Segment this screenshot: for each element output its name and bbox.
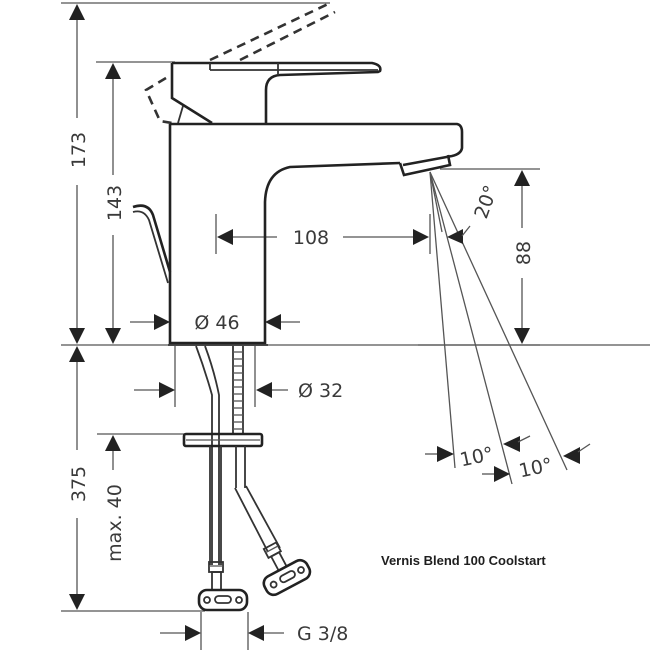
- hose-connector-angled: [262, 541, 312, 597]
- dimension-base-diameter: Ø 46: [130, 312, 300, 334]
- dimension-hole-diameter: Ø 32: [134, 346, 343, 407]
- angle-label-10-second: 10°: [517, 454, 555, 483]
- hose-connector-straight: [197, 561, 249, 612]
- angle-annotation-20: 20°: [447, 182, 502, 244]
- dim-label-diameter-46: Ø 46: [194, 312, 239, 334]
- angle-label-20: 20°: [470, 182, 502, 221]
- threaded-rod-ticks: [233, 351, 243, 430]
- dim-label-173: 173: [68, 132, 90, 168]
- pop-up-rod: [132, 204, 172, 284]
- dim-label-108: 108: [293, 227, 329, 249]
- dimension-total-height: 173: [68, 4, 90, 344]
- dimension-spout-reach: 108: [215, 214, 431, 254]
- dim-label-max-40: max. 40: [104, 484, 126, 562]
- dimension-spout-height: 143: [104, 63, 126, 344]
- dimension-outlet-height: 88: [513, 170, 535, 344]
- dim-label-88: 88: [513, 241, 535, 265]
- lever-open-position-outline: [144, 2, 336, 125]
- dim-label-diameter-32: Ø 32: [298, 380, 343, 402]
- product-name-caption: Vernis Blend 100 Coolstart: [381, 553, 546, 568]
- angle-annotation-10-first: 10°: [425, 435, 531, 472]
- water-spray-lines: [429, 171, 568, 485]
- angle-annotation-10-second: 10°: [482, 443, 591, 483]
- mounting-assembly: [182, 345, 281, 565]
- dim-label-375: 375: [68, 466, 90, 502]
- angle-label-10-first: 10°: [458, 443, 496, 472]
- lever-handle: [170, 61, 382, 125]
- extension-lines: [61, 2, 650, 612]
- dim-label-143: 143: [104, 185, 126, 221]
- dimension-connection-thread: G 3/8: [160, 612, 348, 650]
- dimension-max-counter-thickness: max. 40: [104, 435, 126, 562]
- faucet-body: [168, 122, 464, 346]
- dimension-hose-length: 375: [68, 346, 90, 610]
- dim-label-g-3-8: G 3/8: [297, 623, 348, 645]
